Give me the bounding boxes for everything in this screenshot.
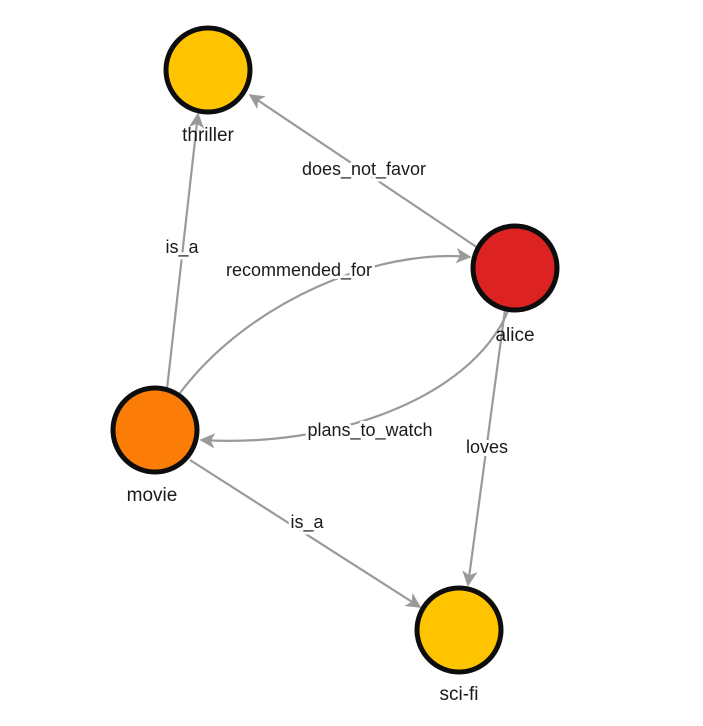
graph-edge[interactable] [179, 247, 472, 394]
edge-label-alice-loves-sci-fi: loves [466, 437, 508, 457]
graph-edge[interactable] [165, 112, 205, 390]
edge-label-halo: recommended_for [226, 260, 372, 281]
edges-layer [165, 94, 510, 608]
graph-edge[interactable] [199, 310, 510, 449]
node-label-movie: movie [127, 485, 178, 506]
edge-label-halo: loves [466, 437, 508, 457]
node-label-alice: alice [495, 325, 534, 346]
edge-label-movie-recommended_for-alice: recommended_for [226, 260, 372, 281]
edge-label-alice-plans_to_watch-movie: plans_to_watch [307, 420, 432, 441]
edge-label-halo: does_not_favor [302, 159, 426, 180]
graph-edge[interactable] [462, 309, 507, 587]
edge-label-movie-is_a-sci-fi: is_a [290, 512, 324, 533]
graph-node-thriller[interactable] [163, 25, 253, 115]
edge-label-halo: is_a [290, 512, 324, 533]
node-labels-layer: thriller alice movie sci-fi [127, 125, 535, 705]
edge-labels-layer: does_not_favordoes_not_favoris_ais_areco… [162, 156, 511, 536]
graph-node-movie[interactable] [110, 385, 200, 475]
nodes-layer [110, 25, 560, 675]
edge-label-halo: is_a [165, 237, 199, 258]
graph-edge[interactable] [189, 459, 422, 608]
edge-label-halo: plans_to_watch [307, 420, 432, 441]
edge-label-alice-does_not_favor-thriller: does_not_favor [302, 159, 426, 180]
node-label-thriller: thriller [182, 125, 234, 146]
graph-node-alice[interactable] [470, 223, 560, 313]
node-label-sci-fi: sci-fi [439, 684, 478, 705]
graph-node-sci-fi[interactable] [414, 585, 504, 675]
edge-label-movie-is_a-thriller: is_a [165, 237, 199, 258]
graph-edge[interactable] [248, 94, 479, 249]
